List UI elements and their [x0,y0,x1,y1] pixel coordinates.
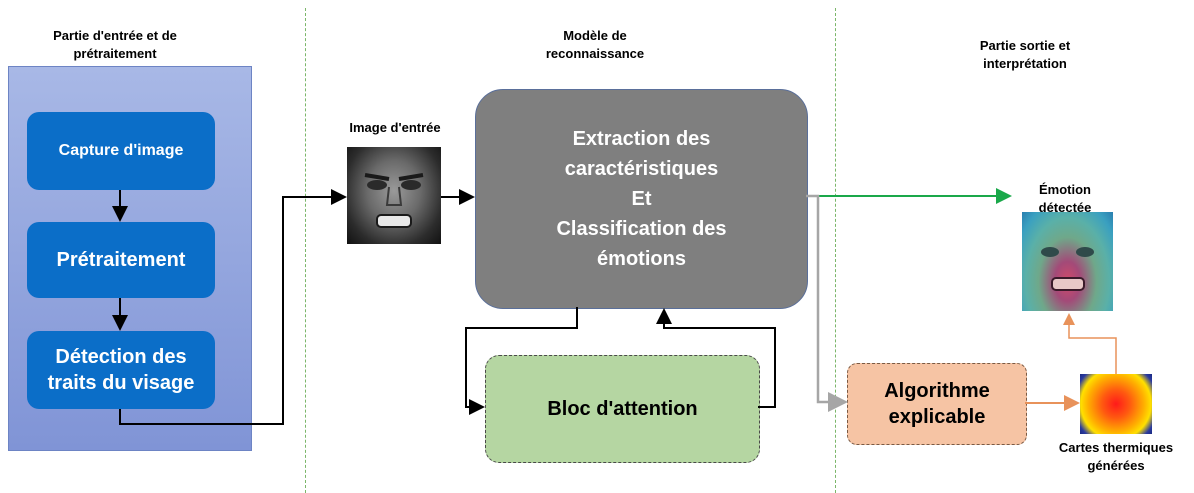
detected-emotion-heatmap-face [1022,212,1113,311]
section-title-input: Partie d'entrée et de prétraitement [53,28,177,61]
input-image-label: Image d'entrée [349,120,441,135]
arrow-attention-to-model [656,308,776,408]
model-box-line-2: caractéristiques [564,158,719,180]
heatmaps-label: Cartes thermiques générées [1038,439,1194,475]
detected-emotion-line-1: Émotion [1039,182,1091,197]
generated-heatmap [1080,374,1152,434]
model-box-line-3: Et [631,188,652,210]
explainable-algorithm-box: Algorithme explicable [847,363,1027,445]
arrow-model-to-xai [806,194,848,412]
face-sketch-icon [364,173,424,228]
arrow-heatmap-to-emotion [1063,313,1117,374]
attention-block-label: Bloc d'attention [547,397,698,420]
section-title-model: Modèle de reconnaissance [545,28,645,61]
detected-emotion-label: Émotion détectée [1015,181,1115,217]
heatmap-face-sketch-icon [1041,247,1094,291]
divider-right [835,8,836,493]
input-face-image [347,147,441,244]
feature-extraction-classification-box: Extraction des caractéristiques Et Class… [475,89,808,309]
xai-line-2: explicable [888,406,986,428]
step-preprocessing: Prétraitement [27,222,215,298]
attention-block: Bloc d'attention [485,355,760,463]
arrow-detection-to-input-image [119,189,347,425]
divider-left [305,8,306,493]
model-box-line-5: émotions [597,248,686,270]
step-capture-image: Capture d'image [27,112,215,190]
section-title-output: Partie sortie et interprétation [979,38,1071,71]
model-box-line-1: Extraction des [572,128,711,150]
arrow-model-to-attention [465,307,578,415]
detected-emotion-line-2: détectée [1038,200,1092,215]
xai-line-1: Algorithme [884,380,990,402]
heatmaps-line-1: Cartes thermiques [1058,440,1174,455]
model-box-line-4: Classification des [556,218,727,240]
step-face-feature-detection: Détection des traits du visage [27,331,215,409]
heatmaps-line-2: générées [1087,458,1145,473]
